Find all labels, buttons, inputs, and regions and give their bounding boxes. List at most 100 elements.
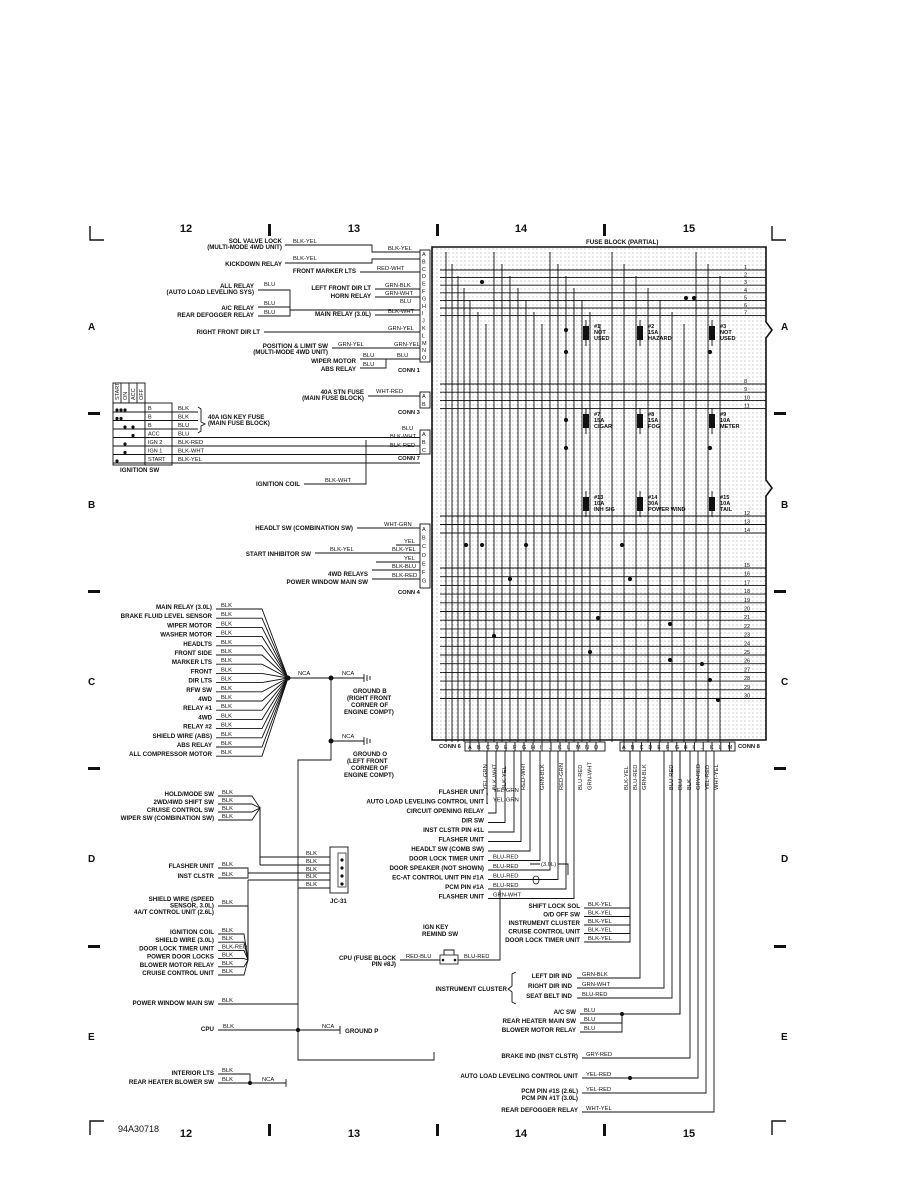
pin-label: M [422,341,427,347]
conn4-label: POWER WINDOW MAIN SW [287,579,369,586]
wire-color: GRN-WHT [582,982,610,988]
conn6-item: INST CLSTR PIN #1L [423,827,484,834]
ground-o-desc: CORNER OF [351,765,388,772]
jc31-item: SHIELD WIRE (3.0L) [155,937,214,944]
nca-label: NCA [342,671,354,677]
jc31-item: 4A/T CONTROL UNIT (2.6L) [134,909,214,916]
wire-color: GRN-BLK [540,764,546,790]
fuse-name: HAZARD [648,336,672,342]
fuse-symbols: #1NOTUSED#215AHAZARD#3NOTUSED#715ACIGAR#… [583,320,740,517]
pin-label: F [422,570,426,576]
conn1-label: A/C RELAY [221,305,255,312]
wire-color: BLK [223,1024,234,1030]
wire-color: BLK [222,806,233,812]
wire-color: BLK [222,814,233,820]
ground-b-item: RELAY #2 [183,724,212,731]
fuse-id: #2 [648,324,654,330]
wire-color: BLK [222,790,233,796]
zone-letter: B [88,500,95,511]
pin-label: C [422,448,426,454]
bus-lines [440,252,766,742]
ground-b-item: ALL COMPRESSOR MOTOR [129,751,212,758]
conn-6-title: CONN 6 [439,744,462,750]
wire-color: BLU-RED [633,765,639,790]
cpu-label: CPU [201,1026,215,1033]
conn8-item: REAR HEATER MAIN SW [503,1018,577,1025]
zone-letter: C [781,677,788,688]
wire-color: YEL-RED [586,1072,611,1078]
nca-label: NCA [298,671,310,677]
wire-color: BLK-YEL [588,928,613,934]
wire-color: BLU [178,432,189,438]
ground-o-desc: (LEFT FRONT [347,758,388,765]
wire-color: BLK [178,415,189,421]
junction-dot [699,661,705,667]
fuse-name: USED [720,336,736,342]
pin-label: M [576,745,581,751]
wire-color: BLU [400,299,411,305]
fuse-block: FUSE BLOCK (PARTIAL) 1234567891011121314… [431,239,773,742]
pin-label: L [719,745,722,751]
ground-b-item: HEADLTS [183,641,212,648]
wire-color: BLK-WHT [388,309,415,315]
bus-number: 28 [744,676,750,682]
conn8-item: A/C SW [554,1009,577,1016]
jc31-item: WIPER SW (COMBINATION SW) [121,815,214,822]
conn8-item: BRAKE IND (INST CLSTR) [501,1053,578,1060]
jc31-item: DOOR LOCK TIMER UNIT [139,945,214,952]
conn1-label: SOL VALVE LOCK [229,238,283,245]
bus-number: 15 [744,563,750,569]
jc31-item: INST CLSTR [178,873,215,880]
fuse-id: #15 [720,495,729,501]
wire-color: BLU-RED [582,992,607,998]
fuse-rating: 15A [648,330,658,336]
pin-label: H [422,304,426,310]
jc31-item: FLASHER UNIT [169,863,215,870]
bus-numbers: 1234567891011121314151617181920212223242… [744,265,750,700]
instrument-cluster-label: INSTRUMENT CLUSTER [436,986,508,993]
ground-b-item: FRONT [191,668,213,675]
conn3-sublabel: (MAIN FUSE BLOCK) [302,395,364,402]
bus-number: 21 [744,615,750,621]
wire-color: BLK [221,695,232,701]
bus-number: 4 [744,288,747,294]
grid-number: 13 [348,1128,360,1140]
pin-label: K [422,326,426,332]
ign-key-remind: IGN KEY [423,924,449,931]
conn1-label: RIGHT FRONT DIR LT [197,329,261,336]
ign-terminal: B [148,406,152,412]
wire-color: BLK [221,667,232,673]
wire-color: GRN-WHT [493,893,521,899]
figure-code: 94A30718 [118,1124,159,1134]
wire-color: GRY-RED [696,764,702,790]
wire-color: BLU-RED [493,864,518,870]
jc31-item: CRUISE CONTROL SW [147,807,214,814]
pin-label: D [422,553,426,559]
wire-color: BLU [584,1008,595,1014]
wire-color: YEL-GRN [493,788,519,794]
fuse-name: POWER WIND [648,507,686,513]
wire-color: BLK-WHT [178,449,205,455]
conn-7-title: CONN 7 [398,456,420,462]
fuse-id: #1 [594,324,600,330]
wire-color: BLK-YEL [330,547,355,553]
pin-label: C [422,267,426,273]
fuse-name: FOG [648,424,660,430]
wire-color: YEL-GRN [483,764,489,790]
wire-color: GRN-WHT [385,291,413,297]
zone-letter: E [781,1032,788,1043]
pin-label: E [422,282,426,288]
rear-heater-blower: REAR HEATER BLOWER SW [129,1079,214,1086]
conn1-sublabel: (AUTO LOAD LEVELING SYS) [166,289,254,296]
conn6-item: CIRCUIT OPENING RELAY [407,808,485,815]
junction-dot [563,445,569,451]
pin-label: L [422,333,425,339]
wire-color: GRY-RED [586,1052,612,1058]
wire-color: YEL-RED [586,1087,611,1093]
bus-number: 24 [744,641,750,647]
